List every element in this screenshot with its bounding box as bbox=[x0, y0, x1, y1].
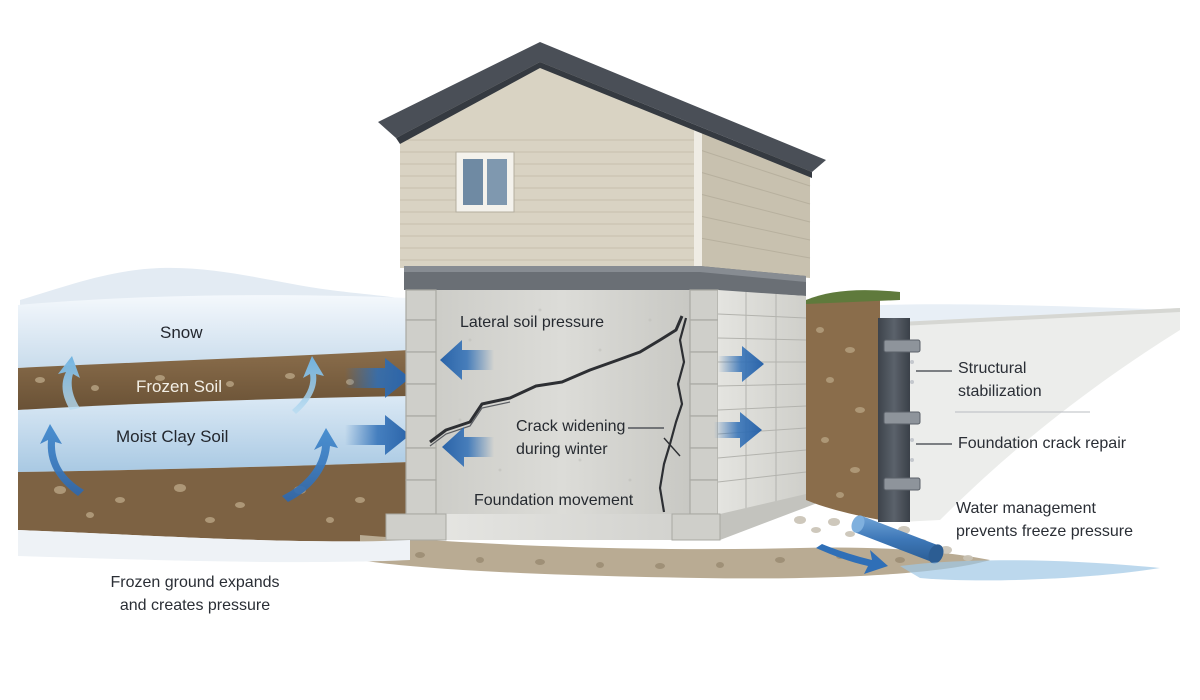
water-flow-arrow bbox=[816, 544, 888, 574]
right-soil bbox=[806, 296, 880, 520]
house-gable bbox=[400, 60, 700, 128]
label-structural-2: stabilization bbox=[958, 383, 1042, 400]
lateral-arrow-right-lower bbox=[714, 412, 762, 448]
house bbox=[378, 42, 826, 296]
push-arrow-upper bbox=[345, 358, 410, 398]
label-lateral-soil-pressure: Lateral soil pressure bbox=[460, 314, 605, 331]
label-crack-widening-1: Crack widening bbox=[516, 418, 626, 435]
foundation-footing bbox=[386, 514, 720, 540]
corner-trim bbox=[694, 128, 702, 270]
moist-clay-layer bbox=[18, 396, 410, 472]
caption-line-2: and creates pressure bbox=[119, 597, 271, 614]
stabilization-panel bbox=[900, 308, 1180, 522]
window-pane-left bbox=[463, 159, 483, 205]
label-moist-clay-soil: Moist Clay Soil bbox=[116, 427, 229, 446]
lateral-arrow-left-upper bbox=[440, 340, 494, 380]
heave-arrow-lower-right bbox=[282, 428, 338, 502]
diagonal-crack bbox=[429, 315, 684, 444]
label-snow: Snow bbox=[160, 323, 203, 342]
foundation-front-face bbox=[406, 290, 718, 522]
roof bbox=[378, 42, 826, 172]
window-pane-right bbox=[487, 159, 507, 205]
snow-layer bbox=[18, 295, 410, 368]
caption: Frozen ground expands and creates pressu… bbox=[80, 571, 310, 617]
foundation-wall bbox=[385, 289, 820, 541]
label-structural-1: Structural bbox=[958, 360, 1027, 377]
lateral-arrow-right-upper bbox=[718, 346, 764, 382]
label-crack-widening-2: during winter bbox=[516, 441, 608, 458]
water-puddle bbox=[900, 560, 1160, 581]
push-arrow-lower bbox=[345, 415, 410, 455]
label-frozen-soil: Frozen Soil bbox=[136, 377, 222, 396]
foundation-side-face bbox=[718, 290, 806, 518]
label-water-management-2: prevents freeze pressure bbox=[956, 523, 1133, 540]
sill-beam bbox=[404, 266, 806, 296]
gravel-base bbox=[360, 535, 990, 579]
label-water-management-1: Water management bbox=[956, 500, 1096, 517]
heave-arrow-upper-left bbox=[58, 356, 80, 410]
left-soil-cross-section bbox=[18, 295, 410, 542]
label-foundation-movement: Foundation movement bbox=[474, 492, 634, 509]
vertical-crack bbox=[658, 317, 688, 513]
drain-pipe bbox=[851, 515, 944, 564]
label-foundation-crack-repair: Foundation crack repair bbox=[958, 435, 1127, 452]
deep-soil-layer bbox=[18, 462, 410, 542]
lateral-arrow-left-lower bbox=[442, 427, 494, 467]
caption-line-1: Frozen ground expands bbox=[110, 574, 280, 591]
grass-strip bbox=[806, 290, 900, 304]
house-siding-front bbox=[400, 128, 700, 268]
heave-arrow-lower-left bbox=[40, 424, 84, 496]
heave-arrow-upper-right bbox=[292, 356, 324, 414]
